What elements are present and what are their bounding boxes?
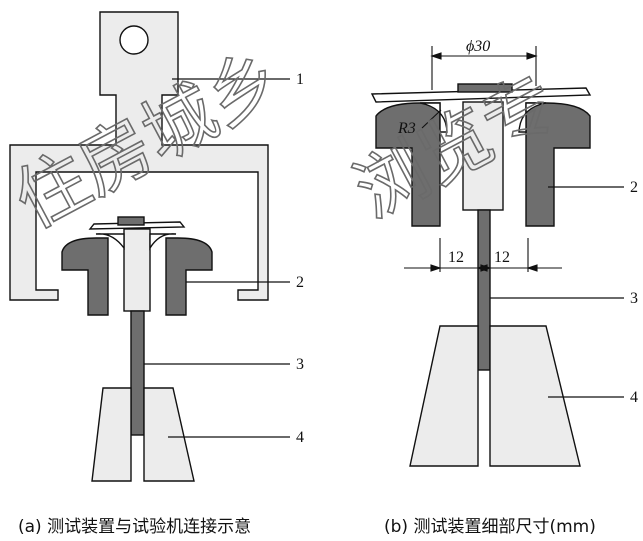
label-b-2: 2 xyxy=(630,179,638,196)
detail-stem xyxy=(462,101,504,211)
detail-left-grip xyxy=(409,325,479,467)
flange-right xyxy=(149,233,177,251)
leaders-b xyxy=(490,186,624,398)
dim-left-gap: 12 xyxy=(448,249,464,266)
detail-rod xyxy=(477,209,491,371)
dim-diameter: ϕ30 xyxy=(466,38,490,55)
detail-plate xyxy=(370,87,592,103)
cap-block xyxy=(117,216,145,226)
label-b-4: 4 xyxy=(630,389,638,406)
left-clamp xyxy=(61,237,109,316)
stem xyxy=(123,228,151,312)
dim-right-gap: 12 xyxy=(494,249,510,266)
label-b-3: 3 xyxy=(630,290,638,307)
dim-radius: R3 xyxy=(397,120,416,137)
detail-right-clamp xyxy=(525,102,591,227)
right-detail xyxy=(370,83,592,467)
caption-right: (b) 测试装置细部尺寸(mm) xyxy=(384,517,596,537)
detail-left-clamp xyxy=(375,102,441,227)
label-a-2: 2 xyxy=(296,274,304,291)
label-a-1: 1 xyxy=(296,71,304,88)
flange-left xyxy=(95,233,125,251)
left-assembly xyxy=(9,11,269,482)
detail-fillet-right xyxy=(518,102,547,133)
detail-fillet-left xyxy=(419,102,448,133)
detail-right-grip xyxy=(489,325,581,467)
loading-frame xyxy=(9,11,269,301)
right-grip xyxy=(143,387,195,482)
leaders-a xyxy=(144,78,290,438)
label-a-4: 4 xyxy=(296,429,304,446)
specimen-rod xyxy=(130,310,145,436)
caption-left: (a) 测试装置与试验机连接示意 xyxy=(18,517,252,537)
detail-cap-block xyxy=(457,83,513,93)
right-clamp xyxy=(165,237,213,316)
pin-hole xyxy=(119,25,149,55)
dimension-lines xyxy=(404,46,562,272)
left-grip xyxy=(91,387,132,482)
label-a-3: 3 xyxy=(296,356,304,373)
